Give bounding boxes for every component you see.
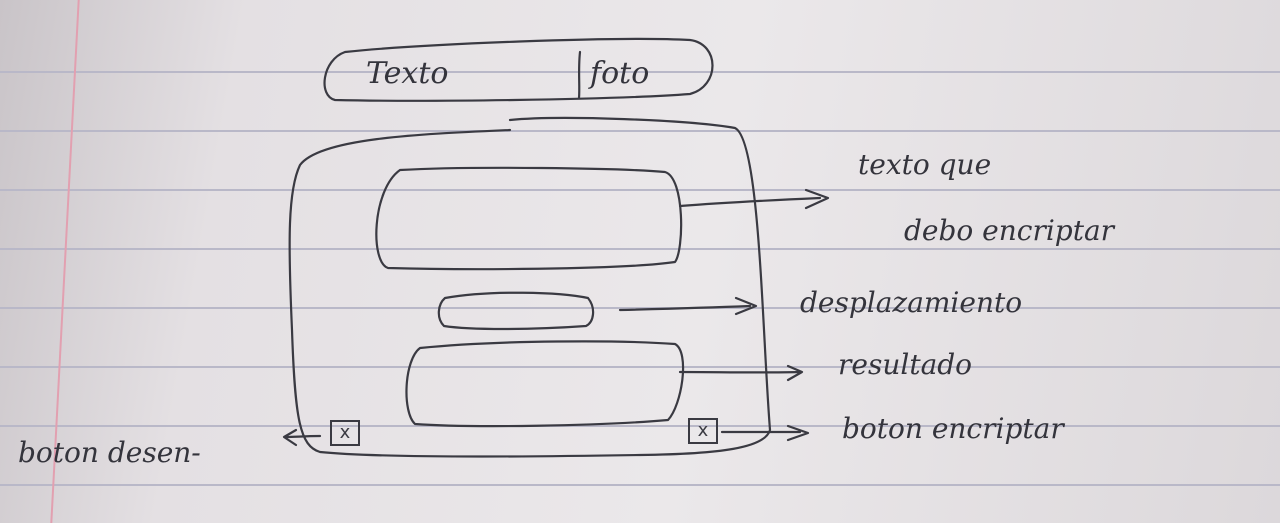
tab-divider xyxy=(577,50,582,100)
decrypt-button[interactable]: x xyxy=(330,420,360,446)
arrow-encrypt xyxy=(720,424,810,442)
arrow-decrypt xyxy=(282,428,322,447)
tab-texto[interactable]: Texto xyxy=(366,56,449,91)
annotation-decrypt-button: boton desen- xyxy=(18,436,201,469)
main-frame xyxy=(288,116,772,458)
annotation-offset: desplazamiento xyxy=(800,286,1023,319)
encrypt-button[interactable]: x xyxy=(688,418,718,444)
tab-bar-outline xyxy=(323,37,714,102)
tab-foto[interactable]: foto xyxy=(590,56,650,91)
offset-input-outline xyxy=(437,291,595,331)
arrow-offset xyxy=(618,296,758,316)
result-textarea-outline xyxy=(405,340,685,428)
annotation-encrypt-button: boton encriptar xyxy=(842,412,1064,445)
input-textarea-outline xyxy=(375,166,683,271)
arrow-result xyxy=(678,364,804,382)
arrow-input xyxy=(678,188,830,210)
annotation-result: resultado xyxy=(838,348,973,381)
annotation-input-line2: debo encriptar xyxy=(904,214,1115,247)
annotation-input-line1: texto que xyxy=(858,148,992,181)
